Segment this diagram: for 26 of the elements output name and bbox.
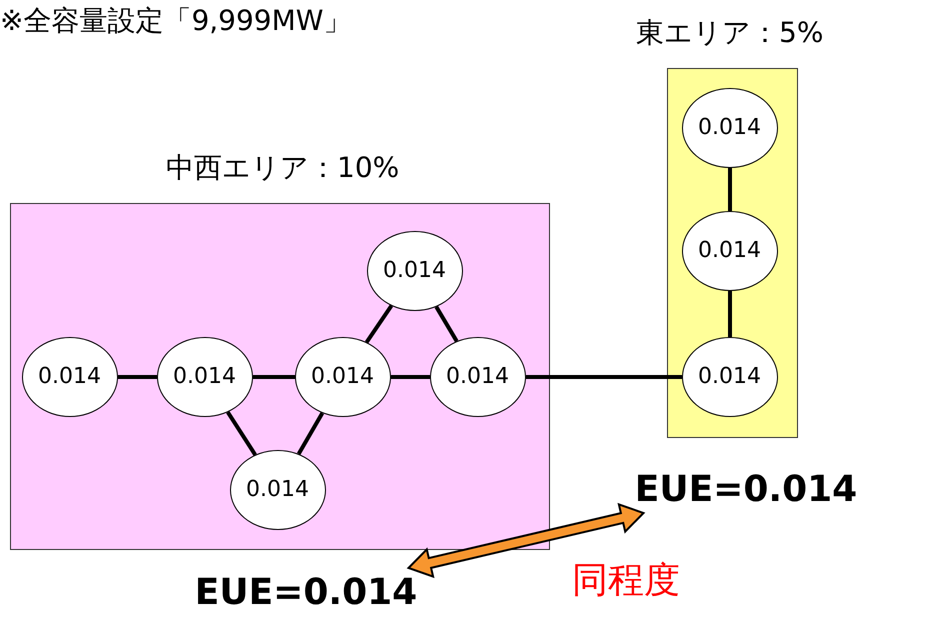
area-heading: 中西エリア：10% — [166, 150, 400, 186]
value-ellipse: 0.014 — [156, 336, 252, 416]
connector-line — [434, 306, 458, 342]
connector-line — [391, 375, 430, 379]
connector-line — [118, 375, 157, 379]
connector-line — [253, 375, 295, 379]
double-arrow — [406, 502, 646, 578]
connector-line — [526, 375, 682, 379]
connector-line — [728, 168, 732, 211]
value-ellipse: 0.014 — [682, 88, 778, 168]
connector-line — [226, 411, 257, 456]
comparison-label: 同程度 — [572, 559, 680, 603]
value-ellipse: 0.014 — [294, 336, 390, 416]
value-ellipse: 0.014 — [682, 336, 778, 416]
value-ellipse: 0.014 — [682, 210, 778, 290]
connector-line — [364, 304, 394, 344]
value-ellipse: 0.014 — [430, 336, 526, 416]
value-ellipse: 0.014 — [230, 450, 326, 530]
connector-line — [728, 291, 732, 337]
value-ellipse: 0.014 — [366, 230, 462, 310]
area-heading: 東エリア：5% — [636, 15, 824, 51]
eue-value: EUE=0.014 — [175, 568, 437, 616]
eue-value: EUE=0.014 — [615, 465, 877, 513]
note-text: ※全容量設定「9,999MW」 — [0, 3, 352, 39]
value-ellipse: 0.014 — [22, 336, 118, 416]
connector-line — [296, 412, 324, 455]
